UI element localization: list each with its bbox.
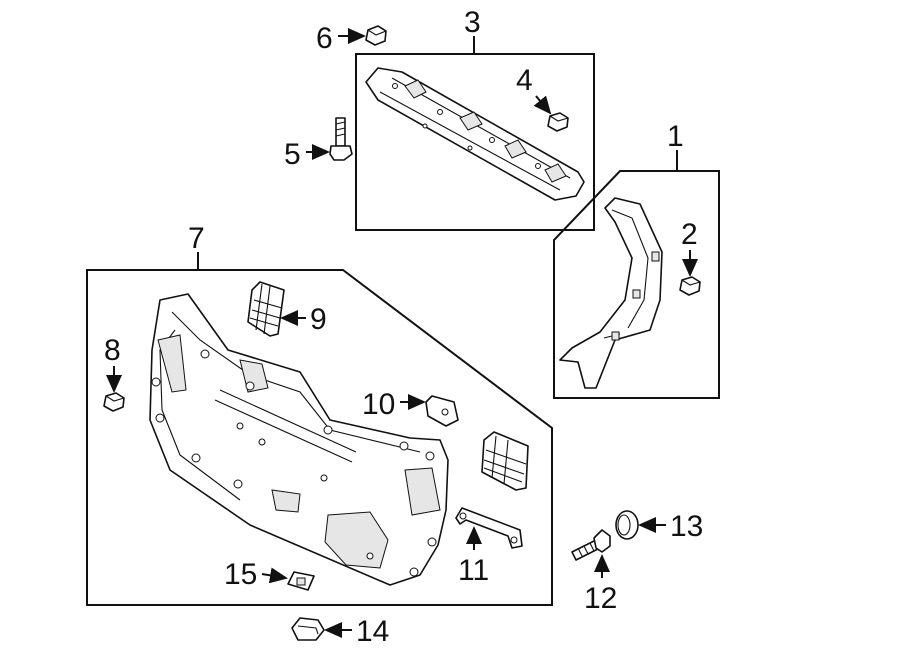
arrow-15 — [261, 567, 288, 584]
part-12-bolt — [571, 529, 611, 561]
callout-12: 12 — [584, 582, 617, 615]
callout-10: 10 — [362, 388, 395, 421]
part-14-bumper — [291, 617, 325, 641]
group-box-7 — [86, 269, 553, 606]
callout-2: 2 — [681, 218, 698, 251]
group-box-3 — [355, 53, 595, 231]
callout-13: 13 — [670, 510, 703, 543]
group-box-1 — [553, 170, 720, 399]
part-8-clip — [103, 392, 125, 412]
part-15-pad — [287, 571, 315, 591]
callout-1: 1 — [667, 120, 684, 153]
callout-6: 6 — [316, 22, 333, 55]
callout-4: 4 — [516, 64, 533, 97]
part-6-clip — [365, 25, 387, 46]
part-11-handle — [455, 507, 523, 549]
part-13-cap — [615, 510, 639, 540]
part-5-bolt — [329, 117, 353, 161]
callout-9: 9 — [310, 303, 327, 336]
callout-14: 14 — [356, 615, 389, 648]
callout-7: 7 — [188, 222, 205, 255]
part-9-grille — [247, 281, 285, 337]
callout-5: 5 — [284, 138, 301, 171]
arrow-4 — [533, 95, 552, 115]
callout-3: 3 — [464, 6, 481, 39]
part-1-pillar-trim — [559, 197, 663, 389]
side-grille — [481, 431, 529, 491]
callout-15: 15 — [224, 558, 257, 591]
part-7-liftgate-panel — [149, 293, 449, 586]
part-2-clip — [679, 276, 701, 296]
callout-8: 8 — [104, 334, 121, 367]
part-10-bracket — [425, 395, 459, 427]
part-4-clip — [547, 112, 569, 132]
part-3-upper-trim — [365, 67, 585, 201]
callout-11: 11 — [458, 554, 489, 587]
